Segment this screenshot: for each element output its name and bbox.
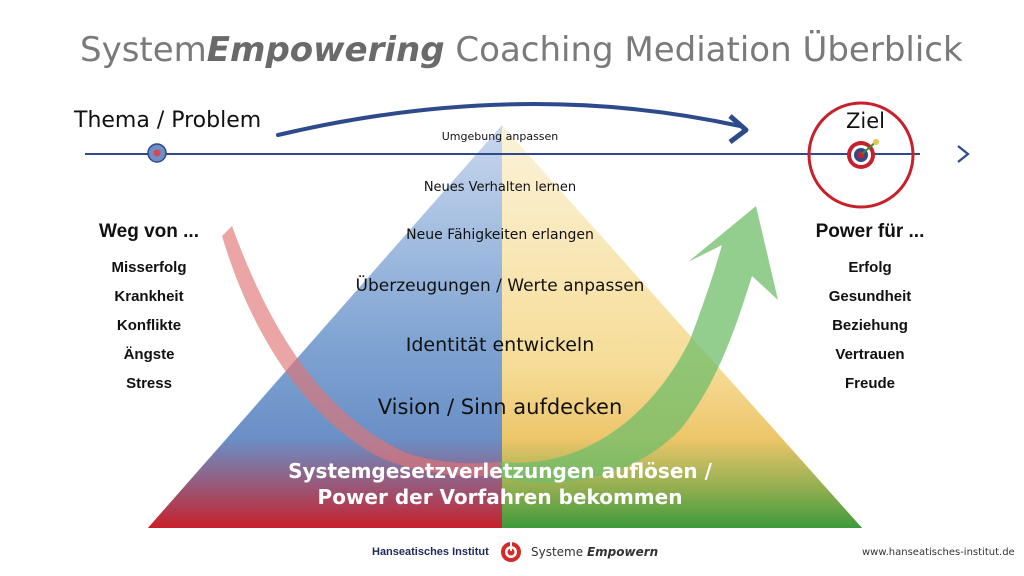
pyramid-level-identity: Identität entwickeln [405, 334, 595, 356]
list-item: Krankheit [114, 288, 184, 305]
list-item: Konflikte [116, 317, 182, 334]
away-from-heading: Weg von ... [99, 221, 199, 242]
list-item: Gesundheit [828, 288, 912, 305]
away-from-list: Weg von ... Misserfolg Krankheit Konflik… [78, 221, 220, 398]
page-title: SystemEmpowering Coaching Mediation Über… [80, 30, 963, 70]
goal-label: Ziel [846, 109, 885, 133]
pyramid-level-behavior: Neues Verhalten lernen [423, 180, 577, 195]
pyramid-level-environment: Umgebung anpassen [441, 130, 559, 143]
list-item: Beziehung [832, 317, 908, 334]
pyramid-right-half [502, 125, 862, 528]
list-item: Ängste [123, 346, 175, 363]
target-icon [847, 139, 879, 169]
pyramid-left-half [148, 125, 502, 528]
power-for-list: Power für ... Erfolg Gesundheit Beziehun… [795, 221, 945, 398]
list-item: Freude [844, 375, 895, 392]
timeline-end-arrow-icon [957, 145, 970, 163]
list-item: Misserfolg [111, 259, 187, 276]
progress-arc [276, 102, 742, 137]
pyramid-level-capabilities: Neue Fähigkeiten erlangen [406, 227, 594, 243]
towards-arrow [500, 206, 778, 483]
footer-institute: Hanseatisches Institut [372, 546, 489, 558]
power-for-heading: Power für ... [815, 221, 925, 242]
progress-arc-arrowhead-icon [728, 114, 749, 144]
list-item: Vertrauen [835, 346, 905, 363]
list-item: Stress [126, 375, 172, 392]
goal-ring [807, 101, 915, 209]
footer-brand: Systeme Empowern [531, 545, 659, 559]
pyramid-base-label: Systemgesetzverletzungen auflösen / Powe… [288, 459, 712, 509]
pyramid-level-vision: Vision / Sinn aufdecken [377, 395, 623, 419]
list-item: Erfolg [848, 259, 892, 276]
footer-url: www.hanseatisches-institut.de [862, 547, 1015, 558]
start-label: Thema / Problem [74, 108, 262, 133]
away-arrow [222, 226, 500, 477]
pyramid-level-beliefs: Überzeugungen / Werte anpassen [355, 276, 645, 296]
institute-logo-icon [501, 542, 521, 562]
